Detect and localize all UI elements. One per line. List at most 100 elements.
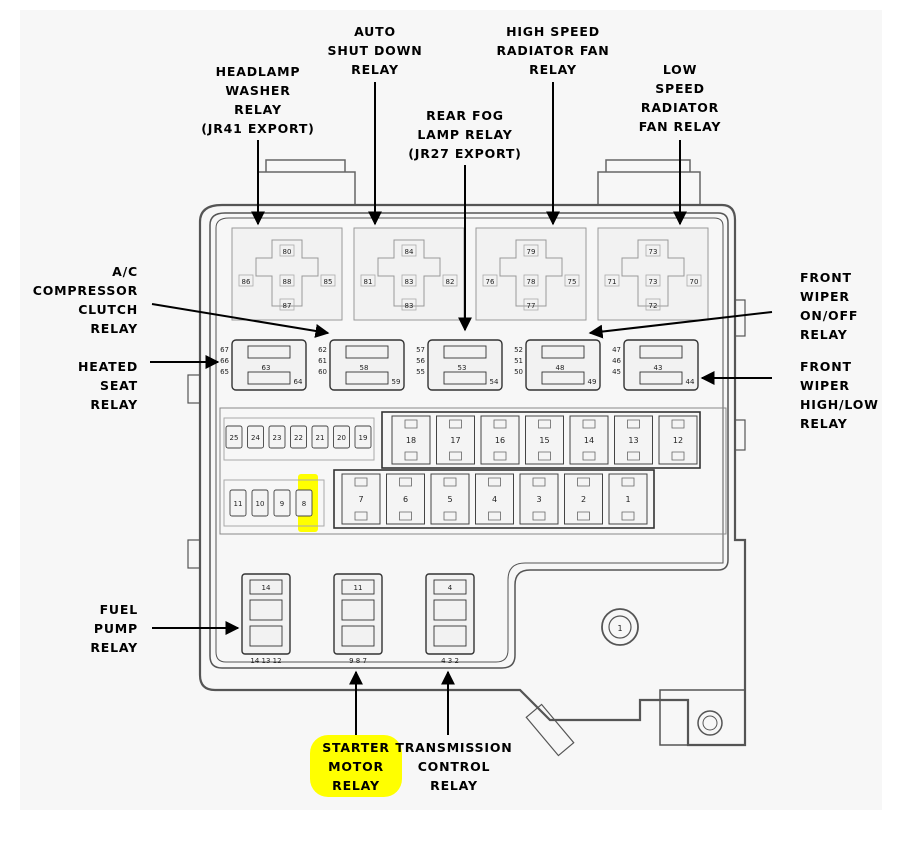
label-line: FAN RELAY: [639, 119, 722, 134]
maxi-fuse: [386, 473, 425, 525]
relay-body: [427, 339, 503, 391]
relay-outline: [255, 239, 319, 307]
pin-box: [604, 274, 620, 287]
label-line: COMPRESSOR: [33, 283, 138, 298]
relay-tab: [639, 345, 683, 359]
label-line: WIPER: [800, 289, 850, 304]
label-line: RELAY: [529, 62, 577, 77]
fuse-terminal: [354, 477, 368, 521]
mini-fuse: [268, 425, 286, 449]
pin-label: 84: [405, 248, 414, 256]
label-line: HIGH/LOW: [800, 397, 879, 412]
pin-label: 58: [360, 364, 369, 372]
pin-label: 62: [318, 346, 327, 354]
label-line: CLUTCH: [78, 302, 138, 317]
relay-socket: [231, 227, 343, 321]
maxi-fuse: [341, 473, 381, 525]
fuse-label: 25: [230, 434, 239, 442]
fuse-label: 24: [251, 434, 260, 442]
mini-fuse: [273, 489, 291, 517]
relay-tab: [443, 371, 487, 385]
label-line: RELAY: [90, 640, 138, 655]
fuse-label: 4: [492, 495, 497, 504]
label-line: RELAY: [234, 102, 282, 117]
maxi-fuse: [608, 473, 648, 525]
fuse-label: 9: [280, 500, 284, 508]
fuse-label: 1: [625, 495, 630, 504]
pin-label: 11: [354, 584, 363, 592]
fuse-terminal: [488, 477, 501, 521]
fuse-label: 2: [581, 495, 586, 504]
pin-label: 49: [588, 378, 597, 386]
maxi-fuse: [525, 415, 564, 465]
pin-label: 85: [324, 278, 333, 286]
highlight-starter-label: [310, 735, 402, 797]
pin-label: 83: [405, 278, 414, 286]
fuse-label: 8: [302, 500, 306, 508]
arrow-ac-clutch: [151, 303, 330, 338]
small-fuse-group-bottom: [223, 479, 325, 527]
label-line: RELAY: [90, 321, 138, 336]
mini-fuse: [333, 425, 350, 449]
fuse-label: 18: [406, 436, 416, 445]
fuse-label: 7: [358, 495, 363, 504]
large-fuse-group-top: [381, 411, 701, 469]
fuse-terminal: [404, 419, 418, 461]
pin-box: [523, 244, 539, 257]
relay-tab: [249, 579, 283, 595]
fuse-terminal: [493, 419, 507, 461]
pin-label: 72: [649, 302, 658, 310]
relay-tab: [341, 625, 375, 647]
pin-label: 82: [446, 278, 455, 286]
pin-box: [686, 274, 702, 287]
fuse-label: 15: [539, 436, 549, 445]
pin-label: 73: [649, 278, 658, 286]
pin-label: 52: [514, 346, 523, 354]
label-line: TRANSMISSION: [395, 740, 512, 755]
label-line: MOTOR: [328, 759, 384, 774]
stud-label: 1: [617, 624, 622, 633]
pin-box: [645, 298, 661, 311]
relay-tab: [247, 345, 291, 359]
relay-tab: [345, 345, 389, 359]
pin-label: 46: [612, 357, 621, 365]
pin-label: 86: [242, 278, 251, 286]
label-line: WIPER: [800, 378, 850, 393]
pin-label: 48: [556, 364, 565, 372]
pin-row-label: 4 3 2: [441, 657, 459, 665]
maxi-fuse: [391, 415, 431, 465]
relay-tab: [247, 371, 291, 385]
fuse-terminal: [399, 477, 412, 521]
mini-fuse: [311, 425, 329, 449]
mini-fuse: [290, 425, 307, 449]
pin-box: [401, 298, 417, 311]
pin-box: [401, 244, 417, 257]
pin-box: [523, 298, 539, 311]
fuse-terminal: [671, 419, 685, 461]
pin-box: [320, 274, 336, 287]
label-line: HEADLAMP: [216, 64, 301, 79]
label-line: RELAY: [800, 416, 848, 431]
fuse-label: 5: [447, 495, 452, 504]
label-line: LOW: [663, 62, 697, 77]
fuse-label: 20: [337, 434, 346, 442]
relay-socket: [597, 227, 709, 321]
arrow-front-wiper-onoff: [588, 311, 773, 339]
pin-box: [564, 274, 580, 287]
maxi-fuse: [480, 415, 520, 465]
relay-tab: [345, 371, 389, 385]
fuse-terminal: [627, 419, 640, 461]
relay-tab: [433, 625, 467, 647]
